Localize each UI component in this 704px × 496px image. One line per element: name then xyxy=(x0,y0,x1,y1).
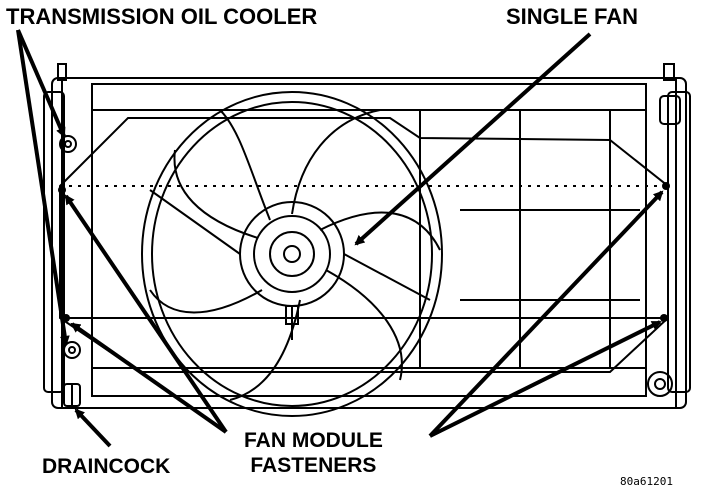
cooler-fittings xyxy=(59,95,681,397)
label-transmission-oil-cooler: TRANSMISSION OIL COOLER xyxy=(6,4,318,29)
arrow-single-fan xyxy=(354,32,592,246)
arrow-fastener-left-top xyxy=(64,194,228,434)
arrow-draincock xyxy=(74,408,112,448)
fan-shroud xyxy=(59,117,669,373)
label-fan-module-fasteners: FAN MODULE FASTENERS xyxy=(244,428,383,478)
fan-module-fasteners xyxy=(58,182,670,322)
label-single-fan: SINGLE FAN xyxy=(506,4,639,29)
label-draincock: DRAINCOCK xyxy=(42,455,171,478)
arrow-cooler-top xyxy=(16,29,66,138)
arrow-fastener-right-bottom xyxy=(429,320,662,438)
arrow-cooler-bottom xyxy=(16,29,70,346)
arrow-fastener-right-top xyxy=(428,190,664,438)
leader-arrows xyxy=(16,29,664,448)
radiator xyxy=(43,63,691,409)
draincock xyxy=(63,383,81,407)
arrow-fastener-left-bottom xyxy=(70,322,228,434)
label-fan-module-fasteners-line2: FASTENERS xyxy=(250,454,377,478)
figure-code: 80a61201 xyxy=(620,475,673,488)
fan-assembly xyxy=(141,91,443,417)
label-fan-module-fasteners-line1: FAN MODULE xyxy=(244,429,383,452)
